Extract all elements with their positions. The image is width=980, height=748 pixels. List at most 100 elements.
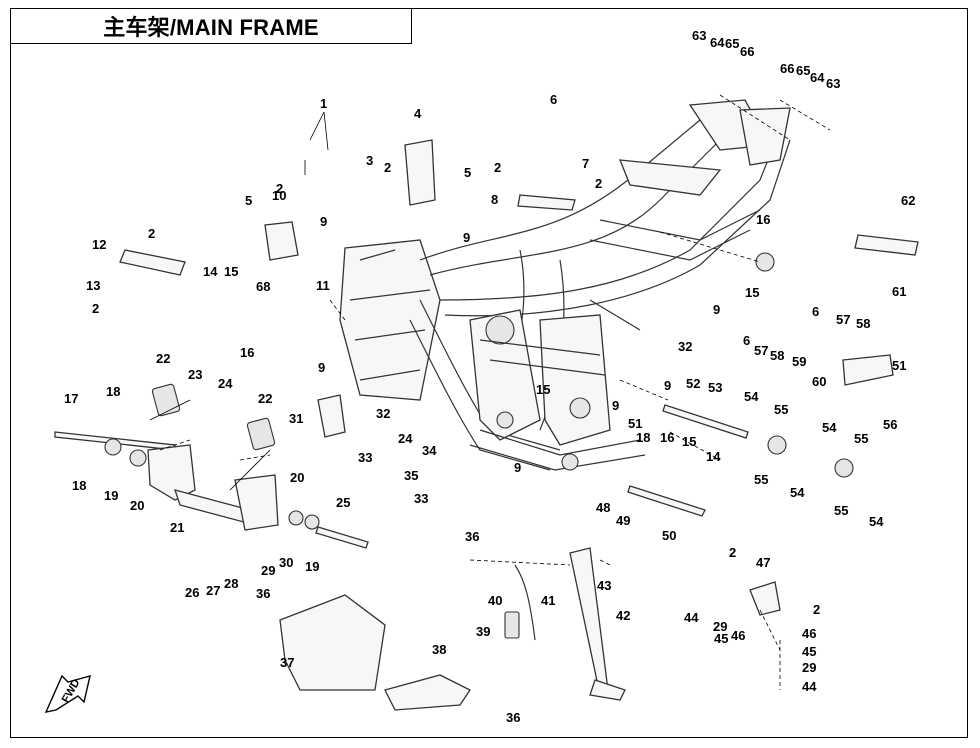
- leader-lines: [149, 94, 831, 690]
- callout-2: 2: [595, 176, 602, 191]
- callout-36: 36: [465, 529, 479, 544]
- callout-9: 9: [612, 398, 619, 413]
- callout-55: 55: [854, 431, 868, 446]
- callout-2: 2: [494, 160, 501, 175]
- callout-61: 61: [892, 284, 906, 299]
- callout-5: 5: [245, 193, 252, 208]
- callout-36: 36: [256, 586, 270, 601]
- callout-43: 43: [597, 578, 611, 593]
- callout-32: 32: [678, 339, 692, 354]
- callout-38: 38: [432, 642, 446, 657]
- callout-20: 20: [290, 470, 304, 485]
- callout-26: 26: [185, 585, 199, 600]
- callout-9: 9: [514, 460, 521, 475]
- callout-23: 23: [188, 367, 202, 382]
- callout-46: 46: [731, 628, 745, 643]
- callout-9: 9: [318, 360, 325, 375]
- callout-34: 34: [422, 443, 437, 458]
- callout-7: 7: [582, 156, 589, 171]
- main-frame-body: [339, 99, 791, 471]
- callout-6: 6: [743, 333, 750, 348]
- callout-14: 14: [203, 264, 218, 279]
- callout-6: 6: [550, 92, 557, 107]
- callout-58: 58: [856, 316, 870, 331]
- callout-54: 54: [869, 514, 884, 529]
- callout-41: 41: [541, 593, 555, 608]
- callout-9: 9: [713, 302, 720, 317]
- callout-55: 55: [754, 472, 768, 487]
- callout-9: 9: [320, 214, 327, 229]
- callout-2: 2: [384, 160, 391, 175]
- loose-parts: [54, 139, 919, 711]
- callout-16: 16: [660, 430, 674, 445]
- callout-44: 44: [802, 679, 817, 694]
- callout-46: 46: [802, 626, 816, 641]
- callout-66: 66: [740, 44, 754, 59]
- callout-55: 55: [774, 402, 788, 417]
- callout-8: 8: [491, 192, 498, 207]
- callout-32: 32: [376, 406, 390, 421]
- callout-64: 64: [710, 35, 725, 50]
- callout-57: 57: [754, 343, 768, 358]
- page-title: 主车架/MAIN FRAME: [103, 15, 319, 40]
- callout-9: 9: [664, 378, 671, 393]
- callout-18: 18: [106, 384, 120, 399]
- callout-29: 29: [802, 660, 816, 675]
- callout-30: 30: [279, 555, 293, 570]
- callout-45: 45: [714, 631, 728, 646]
- callout-22: 22: [156, 351, 170, 366]
- callout-16: 16: [240, 345, 254, 360]
- title-box: 主车架/MAIN FRAME: [10, 8, 412, 44]
- callout-68: 68: [256, 279, 270, 294]
- callout-63: 63: [826, 76, 840, 91]
- callout-59: 59: [792, 354, 806, 369]
- callout-57: 57: [836, 312, 850, 327]
- callout-9: 9: [463, 230, 470, 245]
- callout-27: 27: [206, 583, 220, 598]
- forward-arrow-icon: FWD: [44, 674, 91, 713]
- callout-14: 14: [706, 449, 721, 464]
- callout-15: 15: [682, 434, 696, 449]
- callout-47: 47: [756, 555, 770, 570]
- callout-51: 51: [628, 416, 642, 431]
- callout-54: 54: [744, 389, 759, 404]
- callout-4: 4: [414, 106, 422, 121]
- callout-31: 31: [289, 411, 303, 426]
- callout-2: 2: [148, 226, 155, 241]
- callout-51: 51: [892, 358, 906, 373]
- callout-18: 18: [636, 430, 650, 445]
- callout-56: 56: [883, 417, 897, 432]
- callout-64: 64: [810, 70, 825, 85]
- callout-33: 33: [414, 491, 428, 506]
- callout-45: 45: [802, 644, 816, 659]
- callout-66: 66: [780, 61, 794, 76]
- callout-42: 42: [616, 608, 630, 623]
- callout-36: 36: [506, 710, 520, 725]
- callout-6: 6: [812, 304, 819, 319]
- callout-15: 15: [536, 382, 550, 397]
- callout-65: 65: [725, 36, 739, 51]
- callout-2: 2: [729, 545, 736, 560]
- callout-5: 5: [464, 165, 471, 180]
- callout-15: 15: [745, 285, 759, 300]
- callout-24: 24: [218, 376, 233, 391]
- callout-65: 65: [796, 63, 810, 78]
- callout-40: 40: [488, 593, 502, 608]
- callout-58: 58: [770, 348, 784, 363]
- callout-44: 44: [684, 610, 699, 625]
- callout-19: 19: [104, 488, 118, 503]
- callout-52: 52: [686, 376, 700, 391]
- callout-28: 28: [224, 576, 238, 591]
- callout-13: 13: [86, 278, 100, 293]
- callout-labels: 1 2 2 2 2 2 2 2 2 3 4 5 5 6 6 6 7 8 9 9 …: [64, 28, 915, 725]
- callout-10: 10: [272, 188, 286, 203]
- callout-20: 20: [130, 498, 144, 513]
- callout-39: 39: [476, 624, 490, 639]
- callout-49: 49: [616, 513, 630, 528]
- callout-21: 21: [170, 520, 184, 535]
- callout-50: 50: [662, 528, 676, 543]
- callout-19: 19: [305, 559, 319, 574]
- callout-2: 2: [276, 181, 283, 196]
- callout-53: 53: [708, 380, 722, 395]
- diagram-frame: [10, 8, 968, 738]
